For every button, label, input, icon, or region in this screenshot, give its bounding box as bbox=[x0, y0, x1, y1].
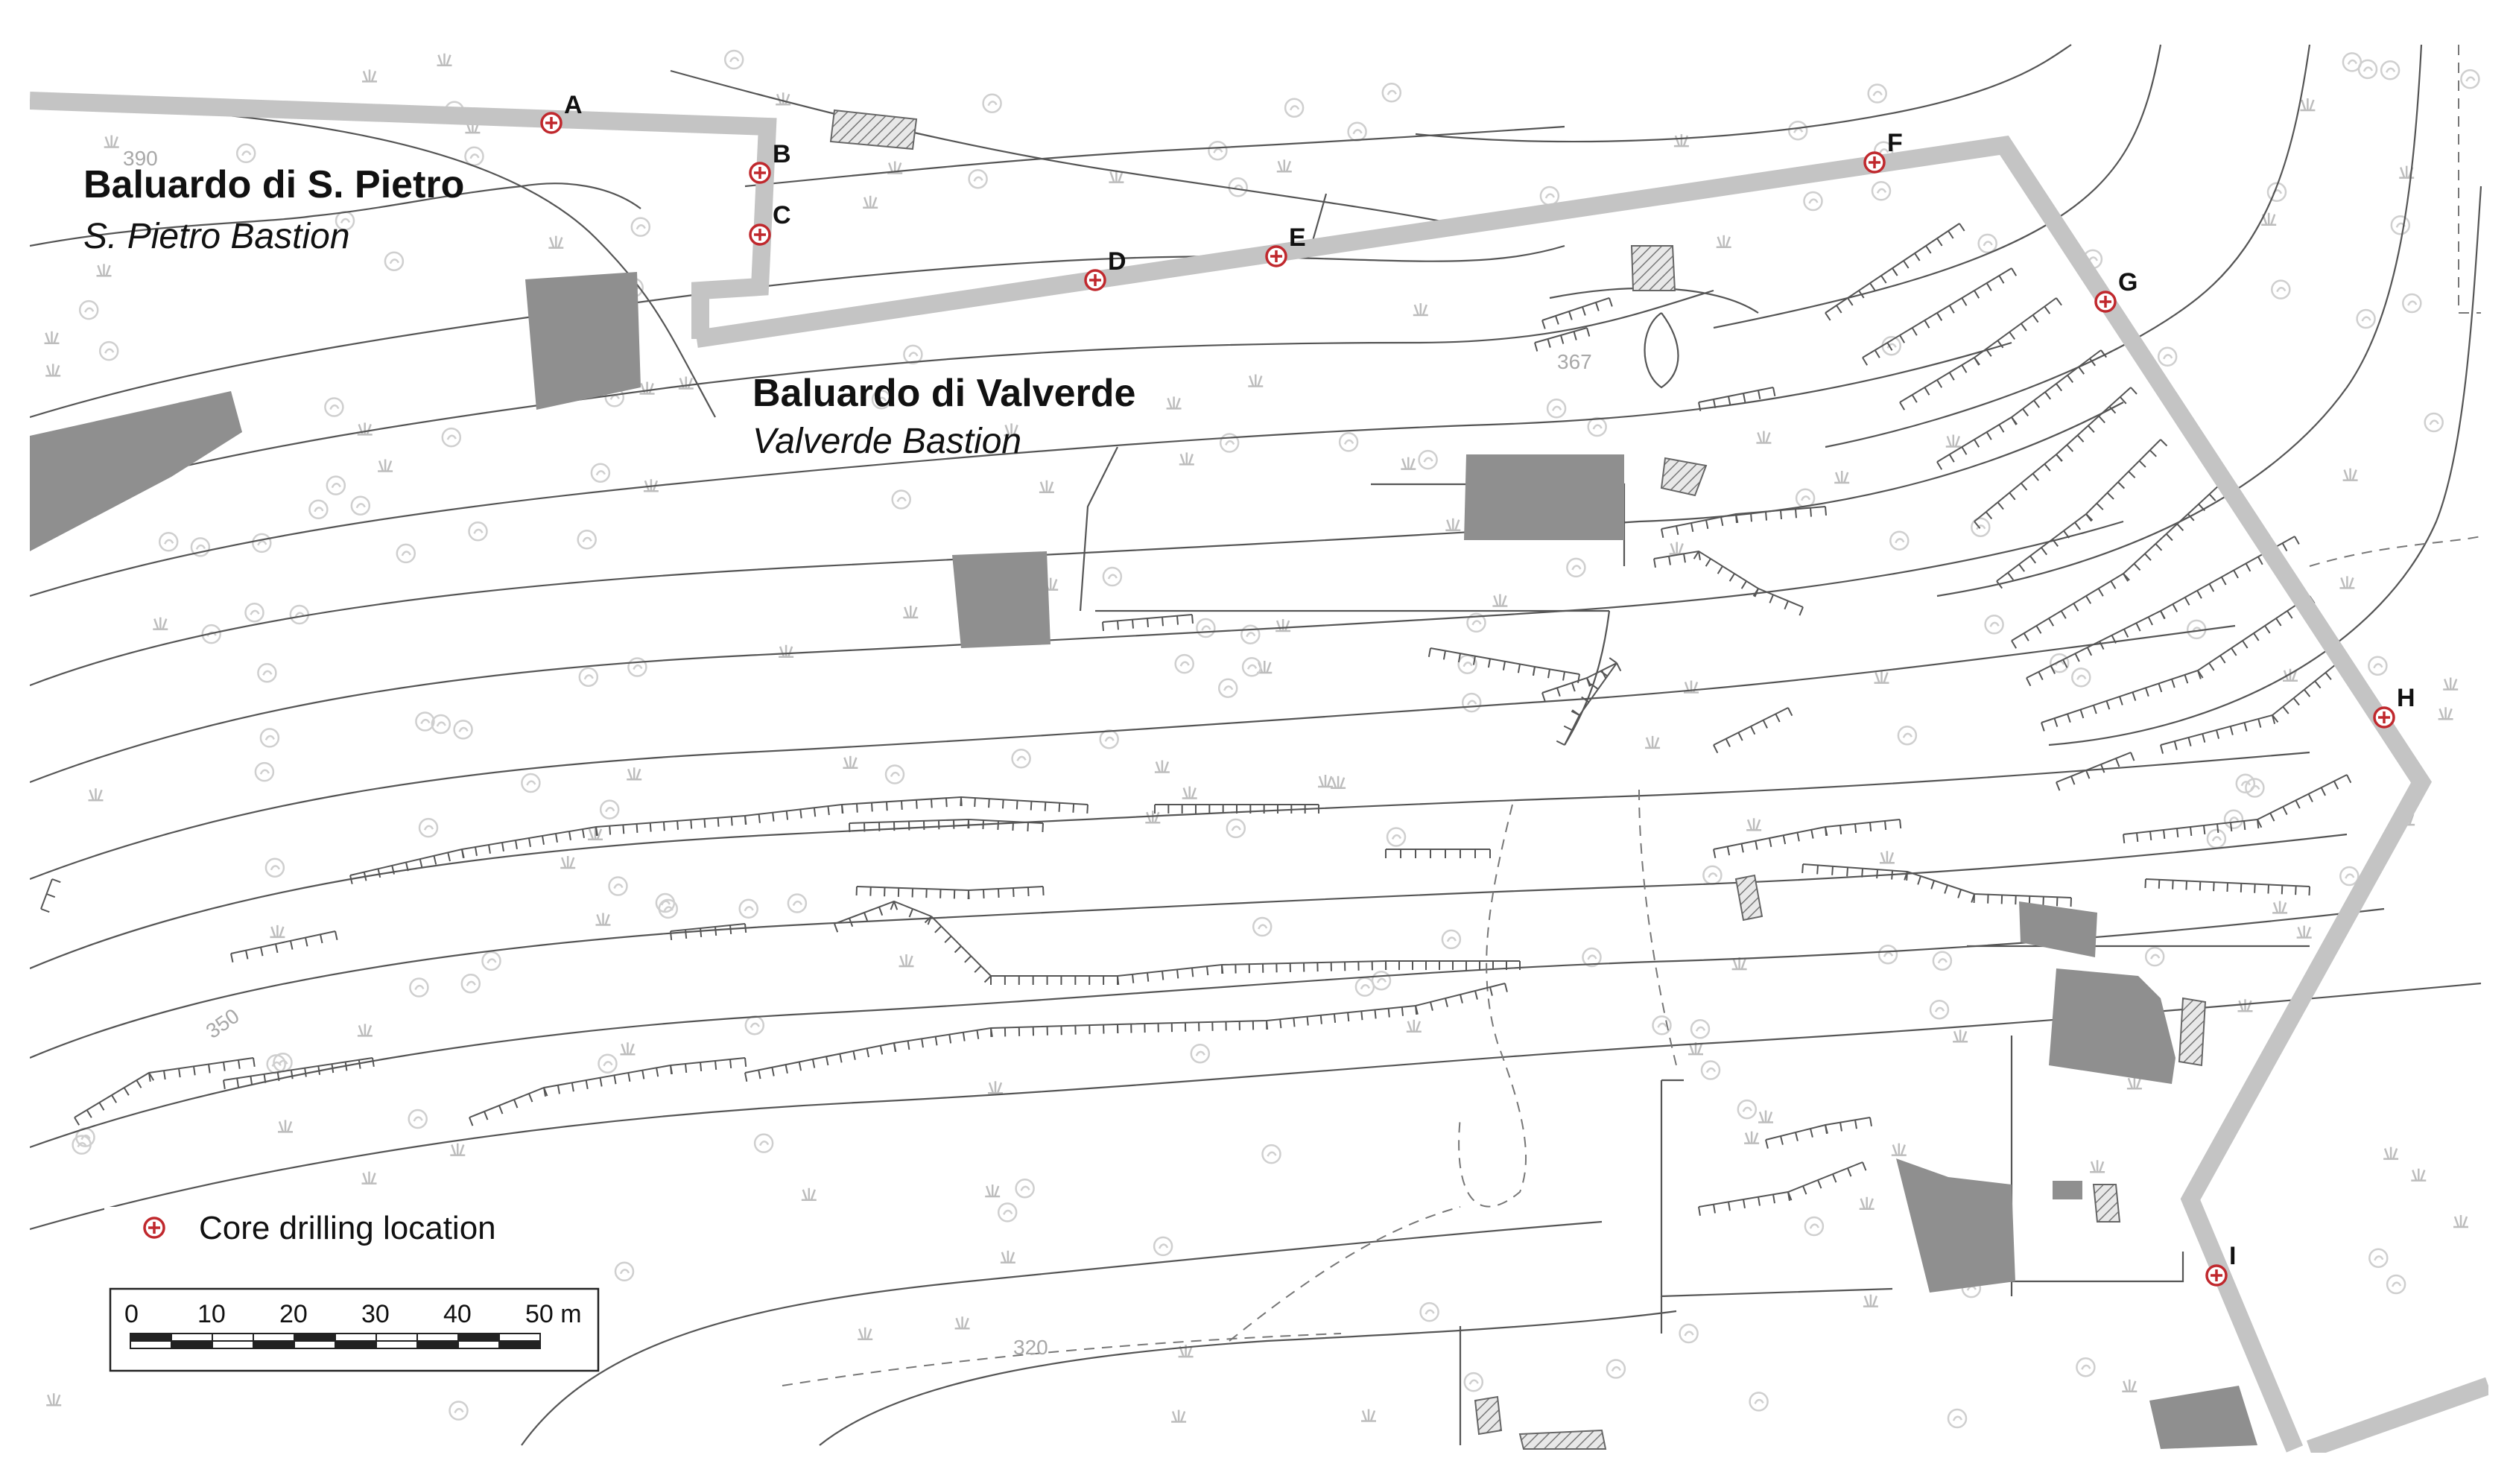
drill-marker-label: G bbox=[2118, 268, 2138, 297]
drill-marker-label: D bbox=[1108, 247, 1126, 276]
elevation-labels: 390 367 350 320 bbox=[123, 147, 1592, 1359]
bastion-subtitle-valverde: Valverde Bastion bbox=[752, 422, 1021, 461]
map-legend: Core drilling location bbox=[104, 1207, 596, 1266]
drill-marker-f bbox=[1863, 151, 1886, 174]
drill-marker-i bbox=[2205, 1264, 2228, 1287]
bastion-name-valverde: Baluardo di Valverde bbox=[752, 372, 1135, 415]
drill-marker-h bbox=[2373, 706, 2395, 729]
vegetation-symbols bbox=[44, 49, 2480, 1429]
bastion-subtitle-san-pietro: S. Pietro Bastion bbox=[83, 217, 350, 256]
scale-bar-segments bbox=[130, 1333, 541, 1349]
drill-marker-a bbox=[540, 112, 563, 134]
scale-bar-tick-label: 0 bbox=[124, 1300, 139, 1328]
contour-lines bbox=[30, 44, 2482, 1446]
drill-marker-g bbox=[2094, 291, 2117, 313]
drill-marker-label: E bbox=[1289, 223, 1306, 252]
drill-marker-b bbox=[749, 162, 771, 184]
buildings bbox=[30, 272, 2257, 1449]
drill-marker-c bbox=[749, 223, 771, 246]
elevation-label: 367 bbox=[1557, 350, 1592, 373]
drill-marker-d bbox=[1084, 269, 1106, 291]
elevation-label: 390 bbox=[123, 147, 158, 170]
drill-marker-label: H bbox=[2397, 684, 2415, 712]
drill-marker-label: C bbox=[773, 201, 791, 229]
parcel-lines bbox=[1079, 193, 2310, 1445]
core-drilling-markers: A B C D E F G H I bbox=[540, 91, 2415, 1287]
hatched-structures bbox=[829, 109, 2207, 1450]
elevation-label: 320 bbox=[1013, 1336, 1048, 1359]
legend-label: Core drilling location bbox=[199, 1210, 496, 1246]
scale-bar-tick-label: 50 m bbox=[525, 1300, 582, 1328]
footpaths bbox=[782, 45, 2482, 1386]
drill-marker-e bbox=[1265, 245, 1287, 267]
scale-bar-tick-label: 30 bbox=[361, 1300, 390, 1328]
elevation-label: 350 bbox=[202, 1004, 244, 1043]
scale-bar: 0 10 20 30 40 50 m bbox=[109, 1287, 600, 1372]
scale-bar-tick-label: 20 bbox=[279, 1300, 308, 1328]
bastion-name-san-pietro: Baluardo di S. Pietro bbox=[83, 163, 464, 206]
drill-marker-label: B bbox=[773, 140, 791, 168]
bastion-walls bbox=[30, 92, 2488, 1453]
drill-marker-label: F bbox=[1887, 129, 1903, 157]
legend-marker-icon bbox=[143, 1217, 165, 1239]
scale-bar-labels: 0 10 20 30 40 50 m bbox=[124, 1300, 582, 1328]
scale-bar-tick-label: 40 bbox=[443, 1300, 472, 1328]
bastion-labels: Baluardo di S. Pietro S. Pietro Bastion … bbox=[83, 163, 1135, 461]
scarp-lines bbox=[40, 223, 2354, 1217]
drill-marker-label: A bbox=[564, 91, 583, 119]
drill-marker-label: I bbox=[2229, 1242, 2236, 1270]
scale-bar-tick-label: 10 bbox=[197, 1300, 226, 1328]
